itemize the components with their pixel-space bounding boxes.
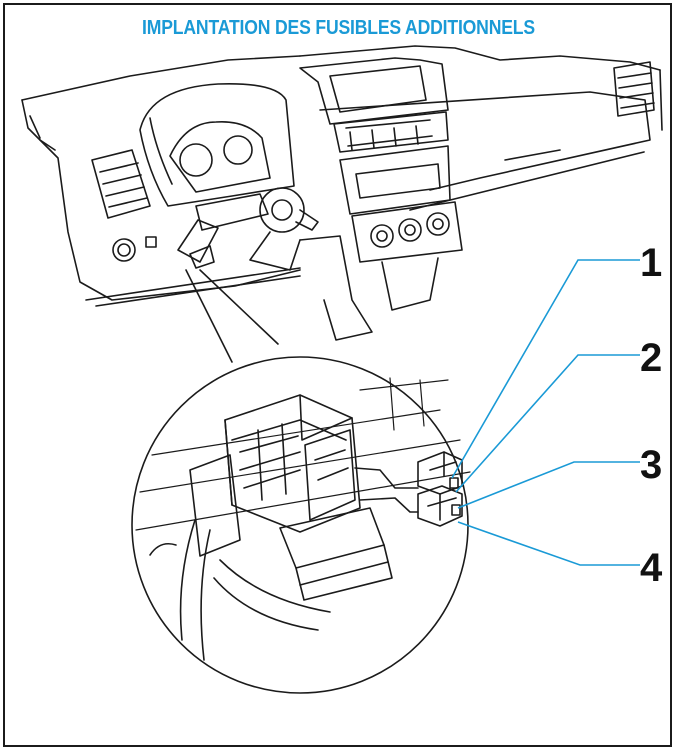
additional-fuse-holders [417,451,463,527]
leader-line-3 [457,461,640,509]
steering-column [177,187,373,341]
callout-3: 3 [640,443,663,487]
callout-2: 2 [640,336,663,380]
callout-leaders [451,259,640,566]
fuse-wires [354,467,419,513]
leader-line-2 [455,354,640,493]
callout-4: 4 [640,546,663,590]
callout-1: 1 [640,241,663,285]
left-air-vent [91,149,157,262]
diagram-title: IMPLANTATION DES FUSIBLES ADDITIONNELS [142,17,535,39]
instrument-cluster [139,83,295,207]
centre-console [299,57,463,311]
leader-line-4 [457,521,640,566]
wiring-harness [149,519,331,661]
leader-line-1 [451,259,640,479]
dashboard-outline [21,45,663,307]
magnified-panel [135,377,471,531]
fuse-bracket [189,394,393,601]
magnifier-leader [185,269,279,363]
right-air-vent [504,61,655,161]
